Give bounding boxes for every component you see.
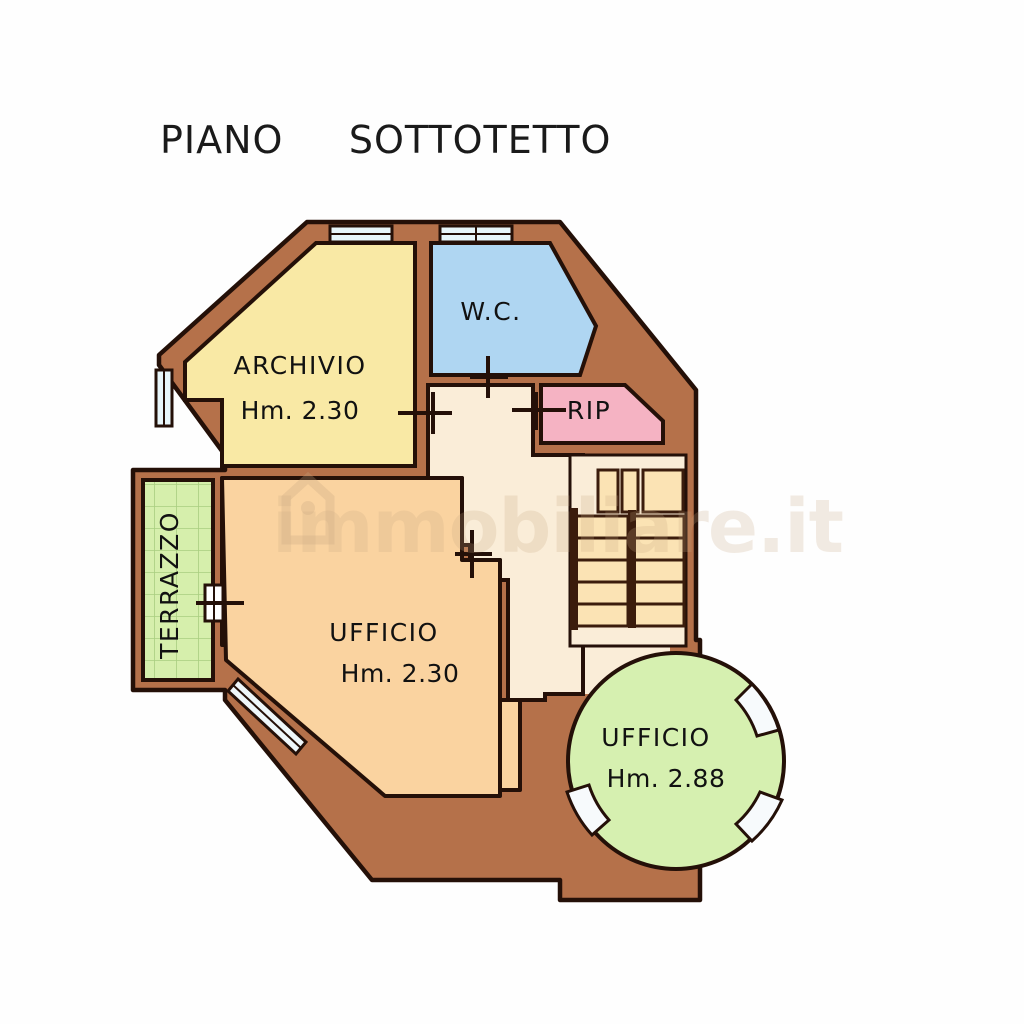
room-ufficio-round xyxy=(566,651,786,871)
room-ufficio-main xyxy=(220,476,522,798)
window-wc-top xyxy=(438,224,514,244)
label-ufficio-round-name: UFFICIO xyxy=(601,723,710,752)
door-wc xyxy=(470,356,508,398)
door-rip xyxy=(512,392,566,430)
label-archivio-name: ARCHIVIO xyxy=(233,351,366,380)
room-terrazzo xyxy=(141,478,215,682)
window-archivio-left xyxy=(154,368,174,428)
room-wc xyxy=(429,241,599,377)
door-marks xyxy=(196,356,566,605)
page-title: PIANO SOTTOTETTO xyxy=(160,118,612,162)
label-ufficio-main-height: Hm. 2.30 xyxy=(341,659,460,688)
watermark: immobiliare.it xyxy=(272,471,844,570)
label-ufficio-round-height: Hm. 2.88 xyxy=(607,764,726,793)
staircase xyxy=(570,468,686,630)
windows-round-room xyxy=(565,681,785,844)
room-rip xyxy=(539,383,665,445)
label-archivio-height: Hm. 2.30 xyxy=(241,396,360,425)
label-terrazzo-name: TERRAZZO xyxy=(155,511,184,660)
door-archivio xyxy=(398,392,452,434)
label-wc-name: W.C. xyxy=(460,297,521,326)
door-ufficio xyxy=(455,530,492,578)
window-ufficio-angled xyxy=(225,676,309,757)
watermark-text: immobiliare.it xyxy=(272,484,843,570)
window-archivio-top xyxy=(328,224,394,244)
label-rip-name: RIP xyxy=(567,396,611,425)
room-labels: ARCHIVIO Hm. 2.30 W.C. RIP TERRAZZO UFFI… xyxy=(155,297,725,793)
stair-flight-right xyxy=(632,514,686,628)
label-ufficio-main-name: UFFICIO xyxy=(329,618,438,647)
